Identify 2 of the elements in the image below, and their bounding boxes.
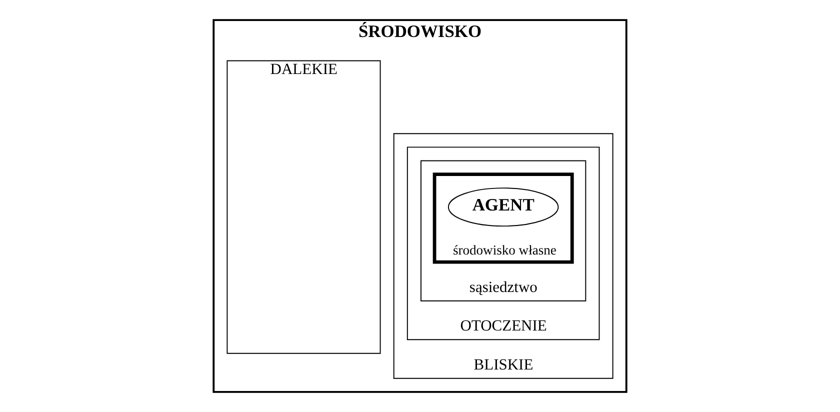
node-ellipse: AGENT (448, 188, 559, 227)
node-box: DALEKIE (226, 60, 381, 354)
